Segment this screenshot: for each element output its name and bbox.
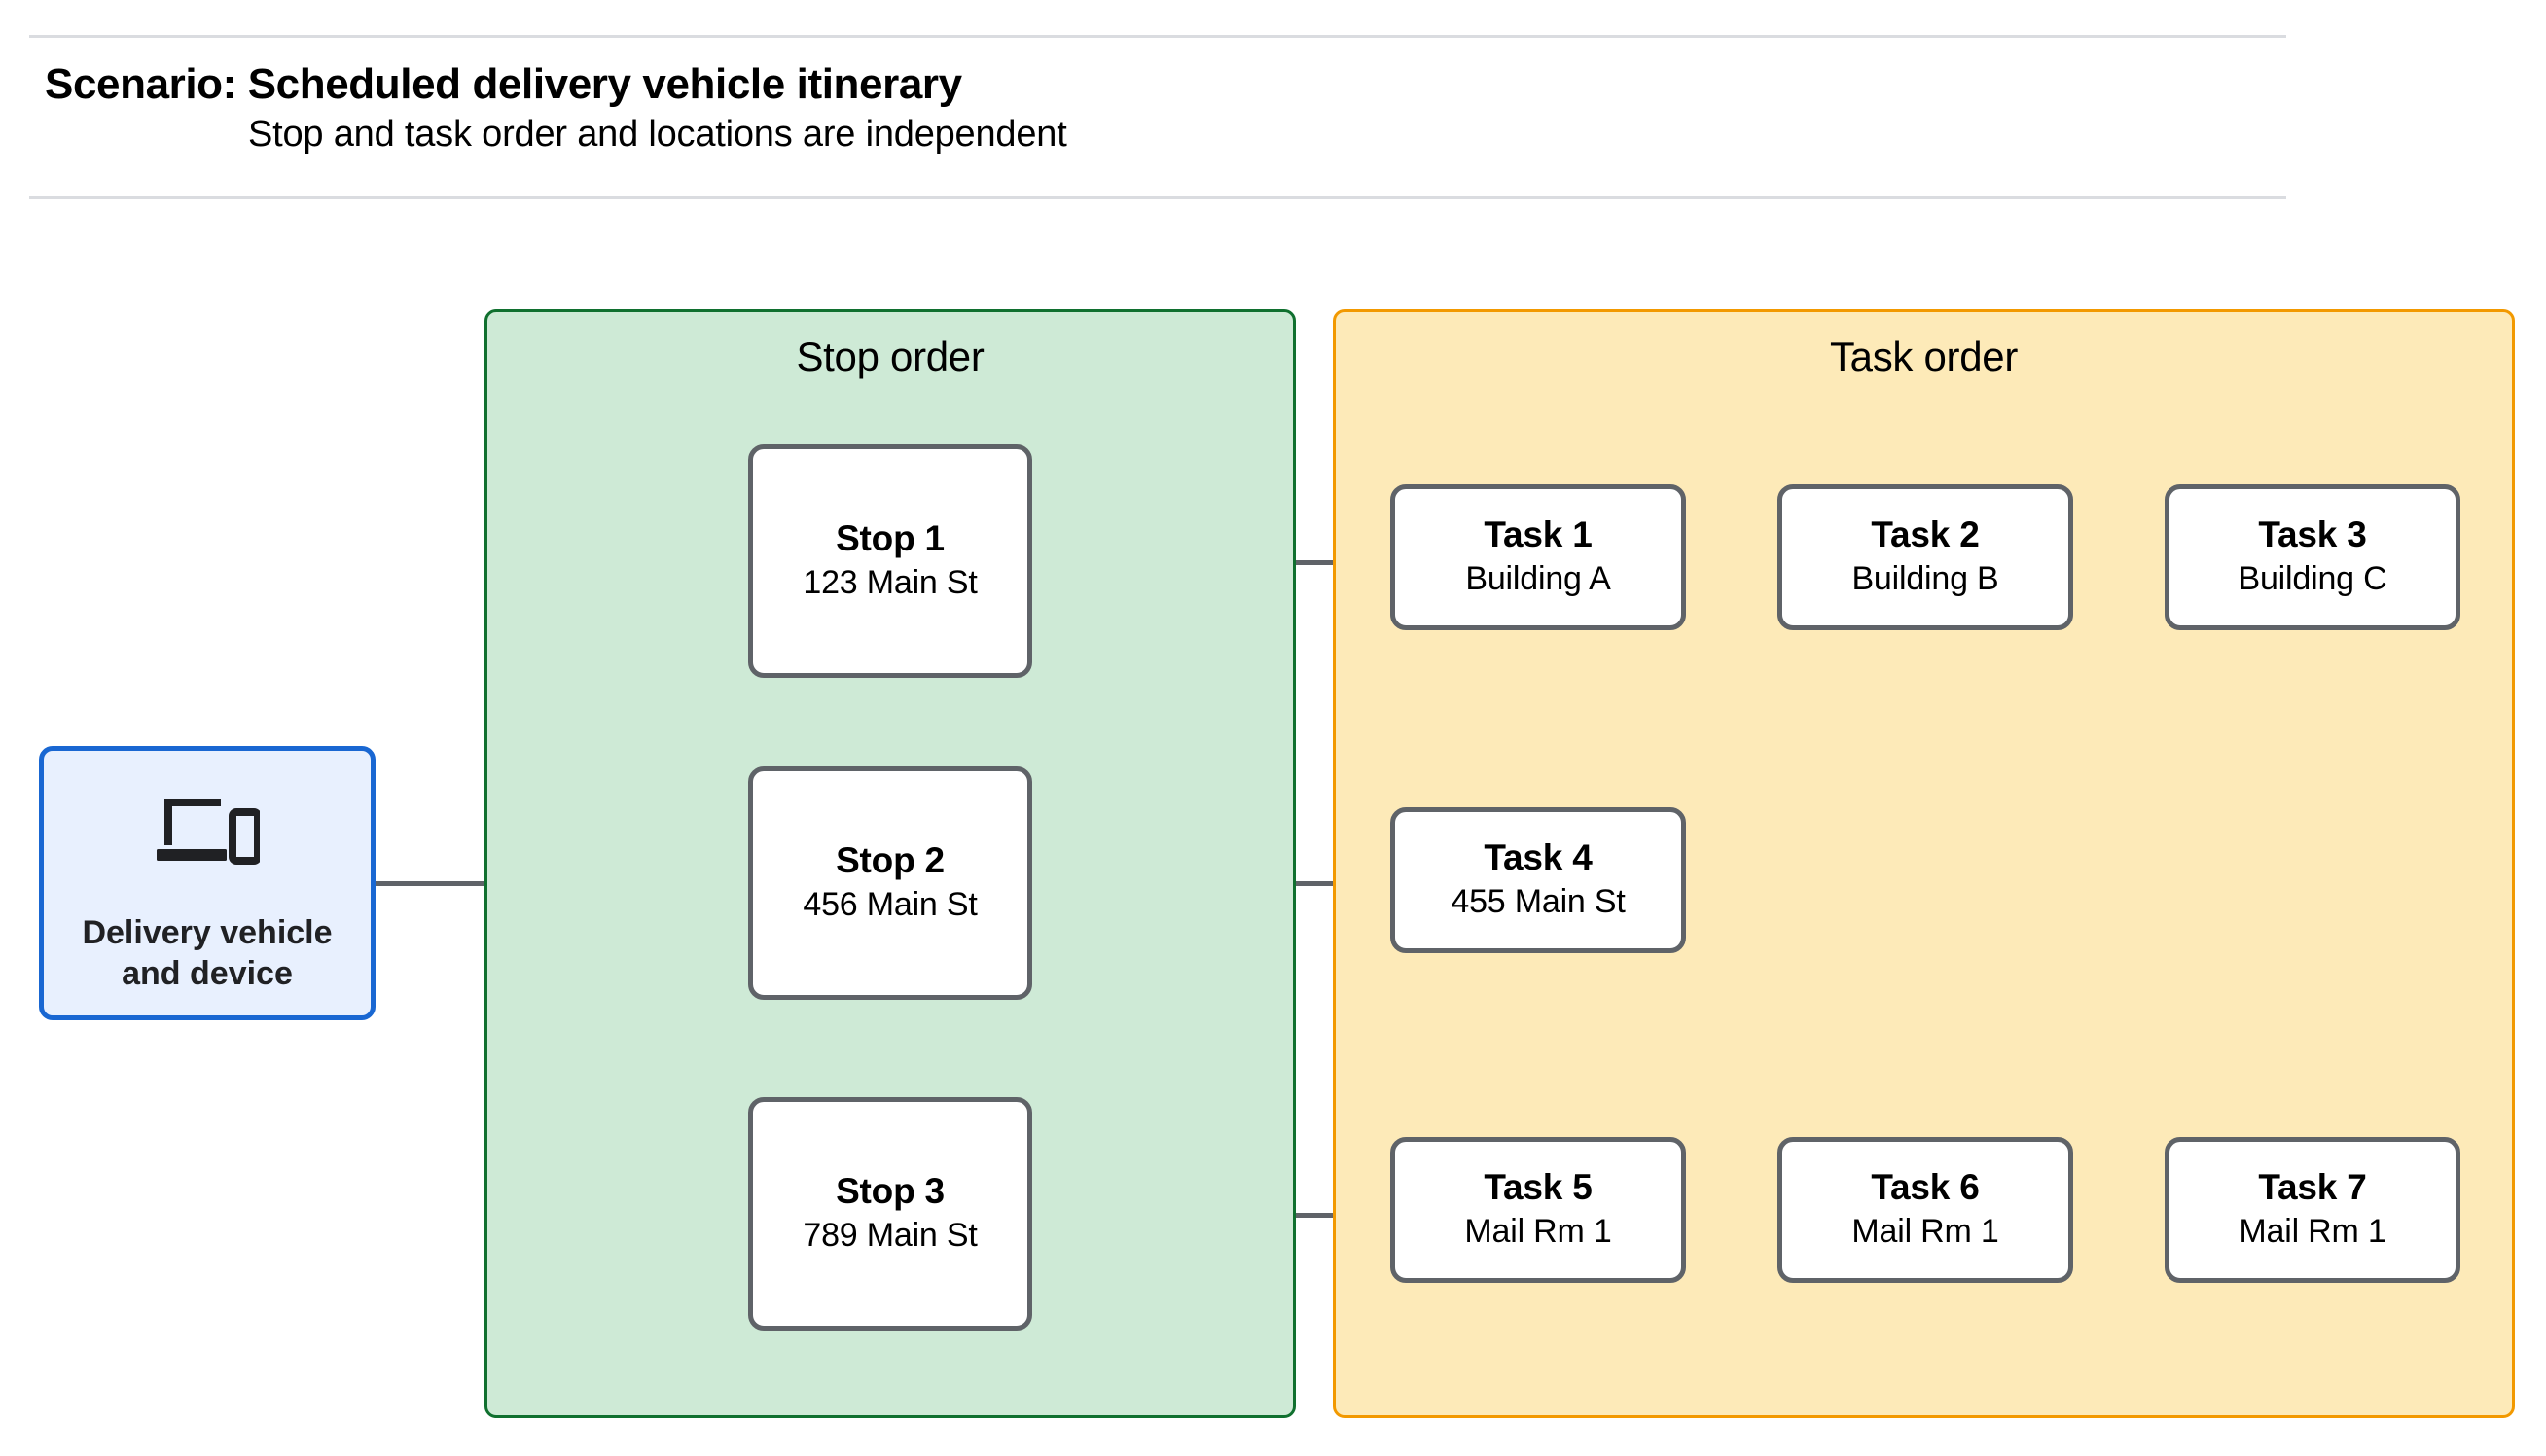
- delivery-vehicle-and-device-node[interactable]: Delivery vehicle and device: [39, 746, 376, 1020]
- task-node-3-location: Building C: [2238, 559, 2387, 597]
- task-node-2[interactable]: Task 2 Building B: [1777, 484, 2073, 630]
- stop-node-3-title: Stop 3: [836, 1171, 945, 1212]
- task-node-6[interactable]: Task 6 Mail Rm 1: [1777, 1137, 2073, 1283]
- devices-laptop-phone-icon: [153, 788, 262, 870]
- task-node-3[interactable]: Task 3 Building C: [2165, 484, 2460, 630]
- task-node-7[interactable]: Task 7 Mail Rm 1: [2165, 1137, 2460, 1283]
- stop-node-1[interactable]: Stop 1 123 Main St: [748, 444, 1032, 678]
- task-node-2-location: Building B: [1851, 559, 1999, 597]
- stop-node-1-title: Stop 1: [836, 518, 945, 559]
- header-divider-top: [29, 35, 2286, 38]
- task-node-6-location: Mail Rm 1: [1851, 1212, 1999, 1250]
- stop-order-panel-title: Stop order: [796, 334, 985, 379]
- stop-node-2[interactable]: Stop 2 456 Main St: [748, 766, 1032, 1000]
- delivery-vehicle-and-device-label: Delivery vehicle and device: [82, 914, 333, 993]
- task-node-1[interactable]: Task 1 Building A: [1390, 484, 1686, 630]
- stop-node-3-address: 789 Main St: [803, 1216, 978, 1254]
- task-node-5-title: Task 5: [1484, 1167, 1593, 1208]
- task-node-1-location: Building A: [1465, 559, 1611, 597]
- task-node-5-location: Mail Rm 1: [1464, 1212, 1612, 1250]
- stop-node-2-address: 456 Main St: [803, 885, 978, 923]
- task-node-7-title: Task 7: [2258, 1167, 2367, 1208]
- task-node-4[interactable]: Task 4 455 Main St: [1390, 807, 1686, 953]
- stop-node-3[interactable]: Stop 3 789 Main St: [748, 1097, 1032, 1331]
- page-subtitle: Stop and task order and locations are in…: [248, 114, 1067, 155]
- task-node-7-location: Mail Rm 1: [2239, 1212, 2386, 1250]
- task-node-3-title: Task 3: [2258, 515, 2367, 555]
- header-divider-bottom: [29, 196, 2286, 199]
- task-node-6-title: Task 6: [1871, 1167, 1980, 1208]
- task-node-5[interactable]: Task 5 Mail Rm 1: [1390, 1137, 1686, 1283]
- page-title: Scenario: Scheduled delivery vehicle iti…: [45, 60, 962, 108]
- stop-node-1-address: 123 Main St: [803, 563, 978, 601]
- stop-node-2-title: Stop 2: [836, 840, 945, 881]
- task-order-panel-title: Task order: [1829, 334, 2019, 379]
- task-node-4-location: 455 Main St: [1451, 882, 1626, 920]
- task-node-1-title: Task 1: [1484, 515, 1593, 555]
- task-node-4-title: Task 4: [1484, 837, 1593, 878]
- task-node-2-title: Task 2: [1871, 515, 1980, 555]
- connector-device-to-trunk: [376, 881, 553, 886]
